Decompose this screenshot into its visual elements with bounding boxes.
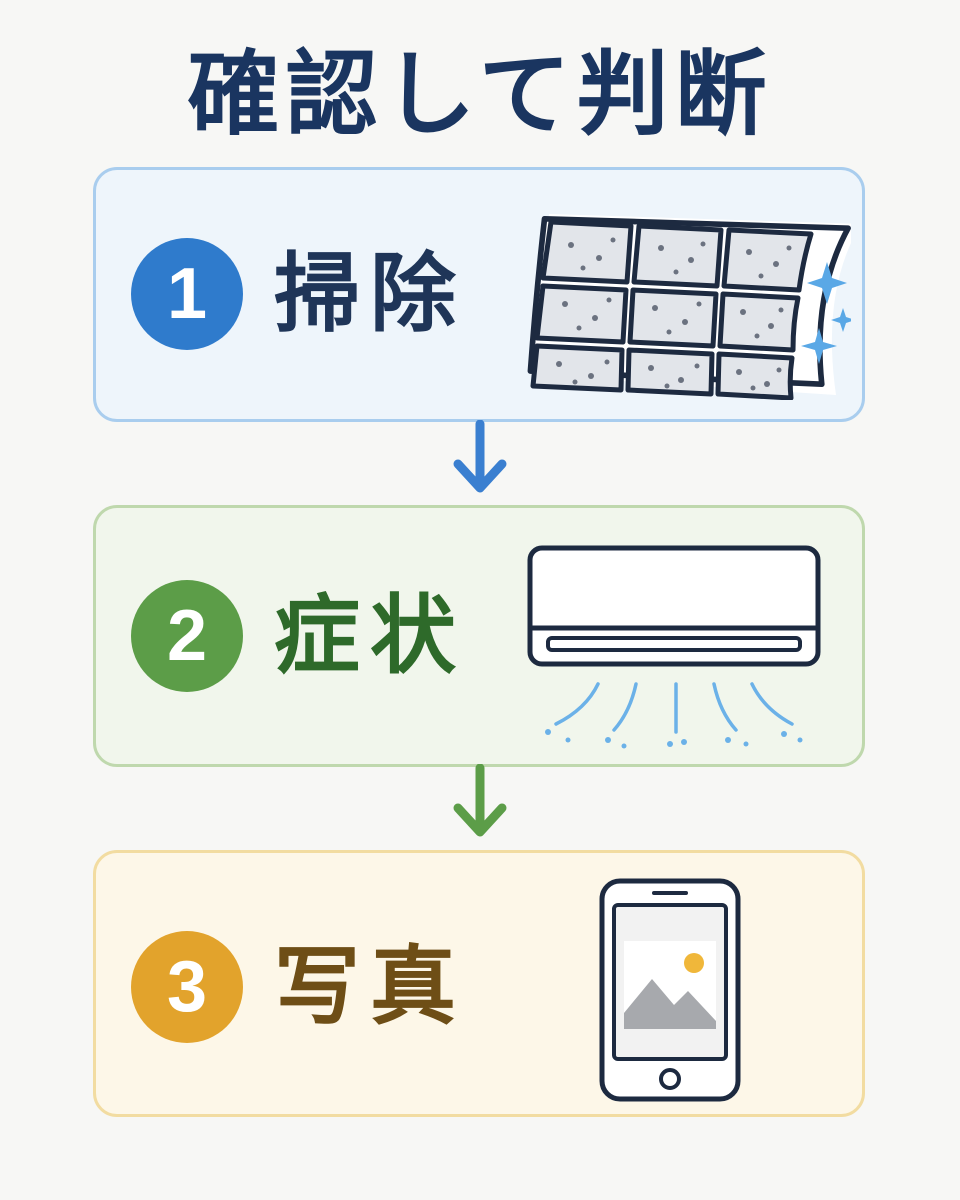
page-title: 確認して判断 xyxy=(187,41,773,148)
step-symptoms-card: 2 症状 xyxy=(93,505,865,767)
step-number-badge: 3 xyxy=(131,931,243,1043)
arrow-down-icon xyxy=(453,420,507,493)
step-label: 写真 xyxy=(274,937,466,1037)
step-cleaning-card: 1 掃除 xyxy=(93,167,865,422)
step-label: 掃除 xyxy=(274,244,466,344)
arrow-down-icon xyxy=(453,764,507,837)
step-number-badge: 1 xyxy=(131,238,243,350)
step-photo-card: 3 写真 xyxy=(93,850,865,1117)
step-label: 症状 xyxy=(274,586,466,686)
smartphone-photo-icon xyxy=(599,878,741,1102)
step-number-badge: 2 xyxy=(131,580,243,692)
air-conditioner-icon xyxy=(527,545,821,749)
air-filter-icon xyxy=(527,214,851,400)
